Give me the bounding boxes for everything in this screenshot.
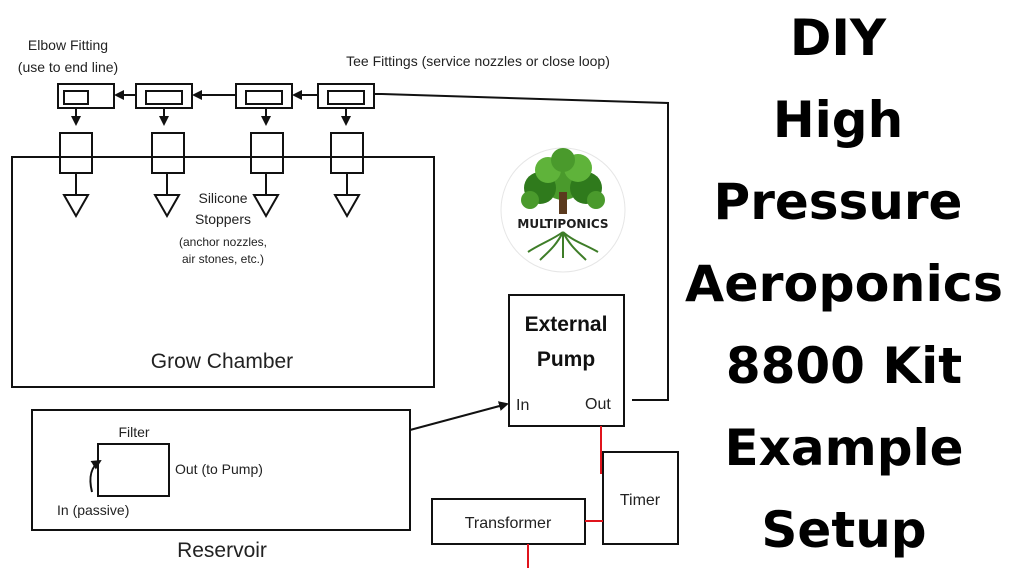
- filter-label: Filter: [118, 424, 149, 440]
- pump-title-line-1: External: [525, 313, 608, 336]
- title-line-7: Setup: [761, 501, 926, 559]
- title-line-2: High: [773, 91, 903, 149]
- title-line-5: 8800 Kit: [726, 337, 962, 395]
- logo-text: MULTIPONICS: [517, 217, 608, 231]
- stopper-1: [59, 132, 93, 219]
- reservoir-to-pump-line: [409, 401, 509, 431]
- transformer-label: Transformer: [465, 515, 552, 532]
- stopper-3: [250, 132, 284, 219]
- timer-box: [602, 451, 679, 545]
- stoppers-label-3: (anchor nozzles,: [179, 235, 267, 249]
- tee-fitting-2: [235, 83, 293, 126]
- tee-fittings-label: Tee Fittings (service nozzles or close l…: [346, 53, 610, 69]
- filter-intake-arrow: [89, 459, 102, 493]
- pump-title-line-2: Pump: [537, 348, 595, 371]
- pump-out-label: Out: [585, 396, 611, 413]
- elbow-fitting-label: Elbow Fitting: [28, 37, 108, 53]
- filter-out-label: Out (to Pump): [175, 461, 263, 477]
- elbow-fitting-sublabel: (use to end line): [18, 59, 118, 75]
- title-line-3: Pressure: [714, 173, 963, 231]
- title-line-4: Aeroponics: [685, 255, 1003, 313]
- tee-fitting-3: [317, 83, 375, 126]
- grow-chamber-label: Grow Chamber: [151, 350, 293, 373]
- stopper-4: [330, 132, 364, 219]
- elbow-fitting: [57, 83, 115, 126]
- title-line-1: DIY: [790, 9, 887, 67]
- tree-icon: [521, 148, 605, 261]
- title-line-6: Example: [724, 419, 963, 477]
- reservoir-label: Reservoir: [177, 539, 267, 562]
- stopper-2: [151, 132, 185, 219]
- supply-line: [381, 93, 669, 401]
- stoppers-label-1: Silicone: [198, 190, 247, 206]
- stoppers-label-4: air stones, etc.): [182, 252, 264, 266]
- pump-in-label: In: [516, 397, 529, 414]
- filter-in-label: In (passive): [57, 502, 129, 518]
- filter-box: [97, 443, 170, 497]
- external-pump-box: [508, 294, 625, 427]
- timer-label: Timer: [620, 492, 661, 509]
- grow-chamber-box: [11, 156, 435, 388]
- multiponics-logo: MULTIPONICS: [500, 147, 626, 273]
- tee-fitting-1: [135, 83, 193, 126]
- reservoir-box: [31, 409, 411, 531]
- stoppers-label-2: Stoppers: [195, 211, 251, 227]
- page-title: DIY High Pressure Aeroponics 8800 Kit Ex…: [685, 9, 1003, 559]
